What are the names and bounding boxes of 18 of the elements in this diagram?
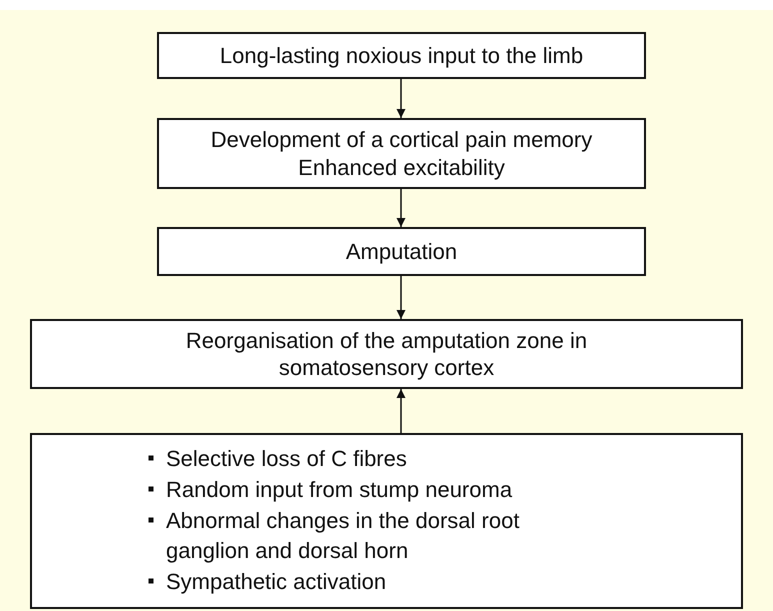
box-text: Development of a cortical pain memory — [210, 126, 592, 154]
bullet-text: Sympathetic activation — [166, 568, 388, 596]
bullet-text: Random input from stump neuroma — [166, 476, 514, 504]
process-box — [30, 319, 743, 389]
box-text: Enhanced excitability — [298, 154, 505, 181]
arrow — [396, 189, 406, 227]
arrow — [396, 389, 406, 433]
bullet-text: Abnormal changes in the dorsal root ganglion and dorsal horn — [166, 506, 520, 566]
process-box — [30, 433, 743, 609]
process-box — [157, 32, 646, 79]
arrow — [396, 276, 406, 319]
process-box — [157, 118, 646, 189]
bullet-text: Selective loss of C fibres — [166, 445, 408, 473]
box-text: Amputation — [346, 238, 458, 266]
process-box — [157, 227, 646, 276]
box-text: Long-lasting noxious input to the limb — [220, 42, 584, 70]
arrow — [396, 79, 406, 118]
box-text: Reorganisation of the amputation zone in somatosensory cortex — [184, 326, 588, 382]
